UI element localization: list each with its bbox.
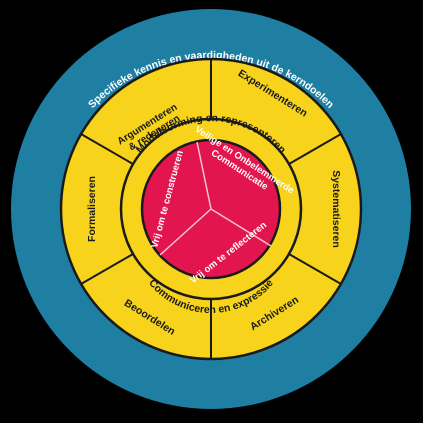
segment-formaliseren: Formaliseren [86,176,98,242]
center-dividers [159,141,272,256]
segment-systematiseren: Systematiseren [330,170,342,248]
